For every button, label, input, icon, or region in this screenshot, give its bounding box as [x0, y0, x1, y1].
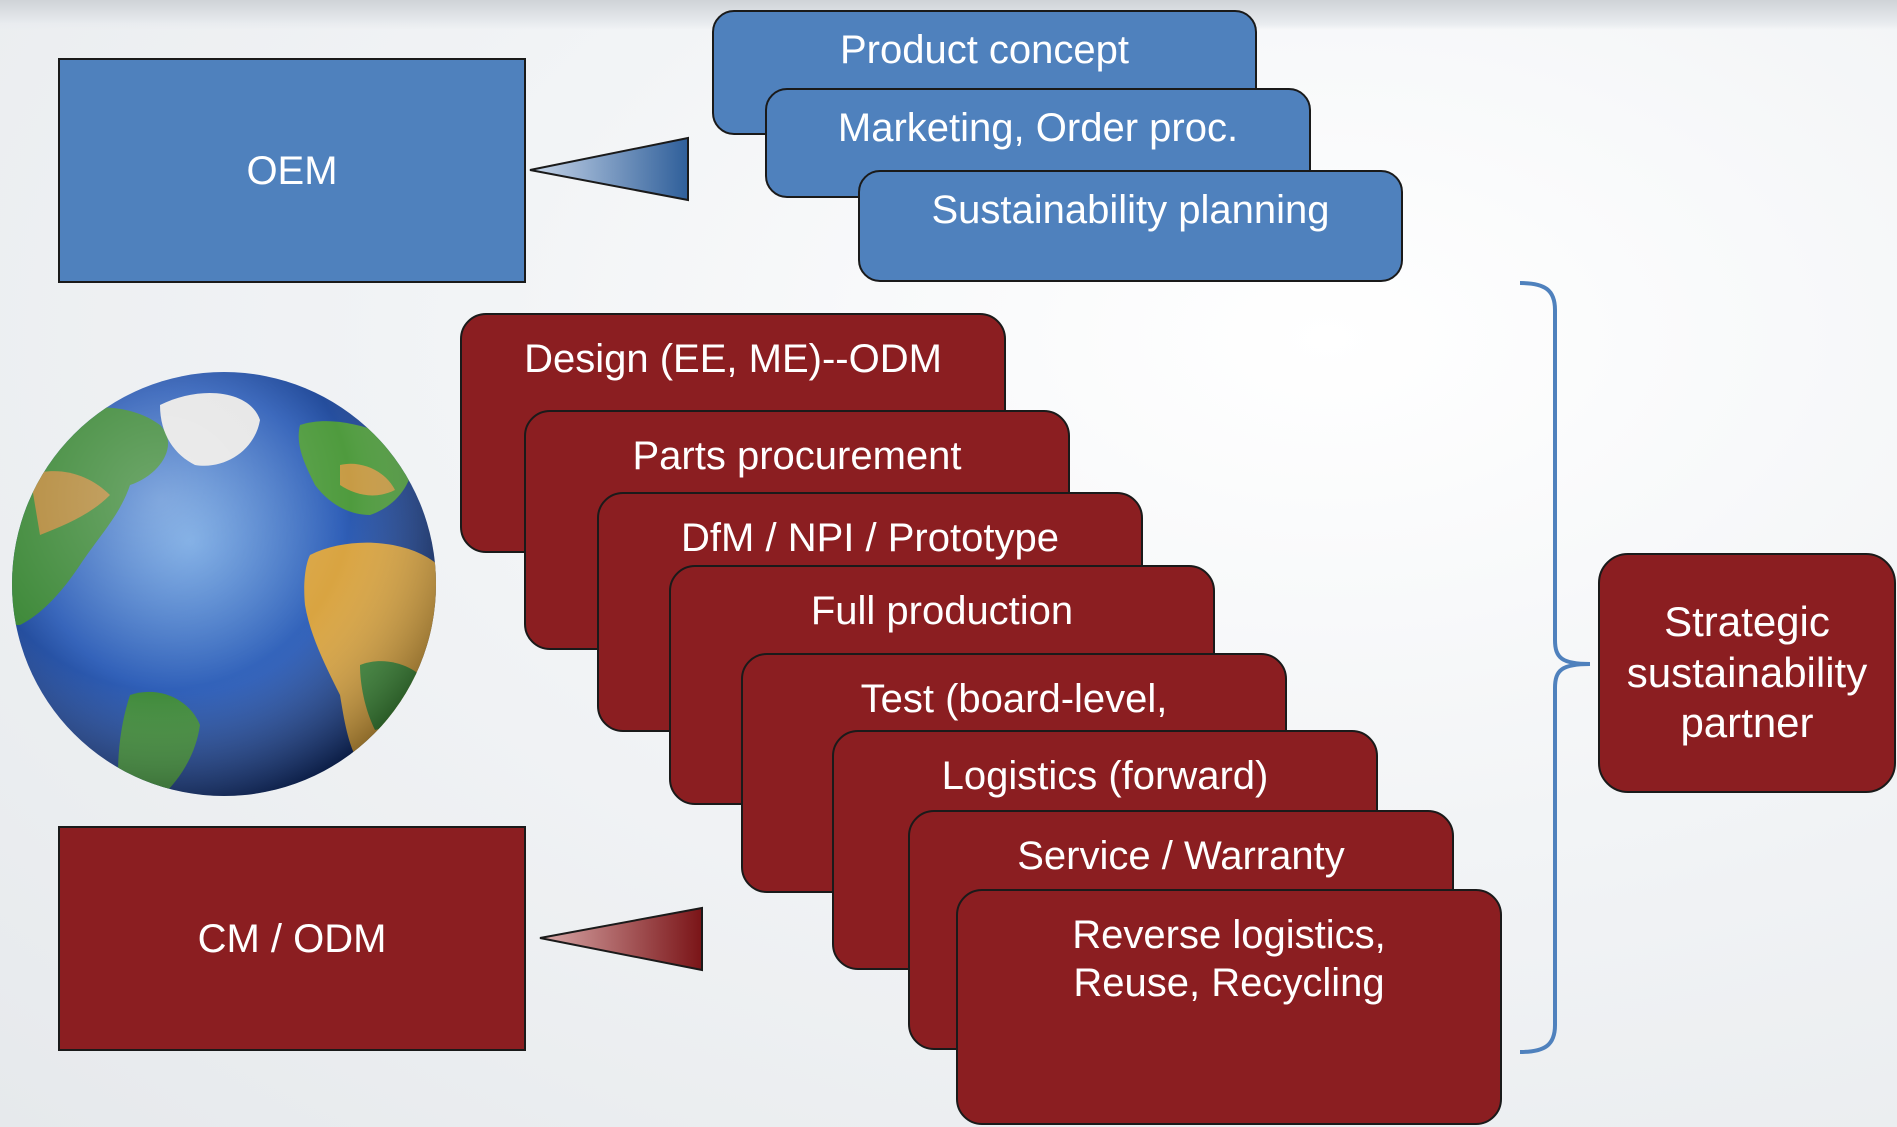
cm-function-label: Parts procurement	[632, 434, 962, 478]
cm-function-label: Design (EE, ME)--ODM	[524, 337, 942, 381]
cm-odm-label: CM / ODM	[197, 916, 387, 961]
cm-function-label: DfM / NPI / Prototype	[681, 516, 1059, 560]
cm-odm-box: CM / ODM	[58, 826, 526, 1051]
cm-function-reverse-logistics: Reverse logistics, Reuse, Recycling	[956, 889, 1502, 1125]
strategic-partner-label: Strategic sustainability partner	[1626, 598, 1868, 747]
earth-globe-image	[10, 365, 438, 803]
oem-function-label: Product concept	[839, 28, 1130, 72]
oem-label: OEM	[246, 148, 338, 193]
strategic-partner-box: Strategic sustainability partner	[1598, 553, 1896, 793]
cm-function-label: Full production	[810, 589, 1074, 633]
oem-function-label: Sustainability planning	[931, 188, 1330, 232]
oem-function-sustainability-planning: Sustainability planning	[858, 170, 1403, 282]
cm-function-label: Logistics (forward)	[941, 754, 1269, 798]
oem-function-label: Marketing, Order proc.	[837, 106, 1239, 150]
cm-function-label: Test (board-level,	[860, 677, 1168, 721]
oem-box: OEM	[58, 58, 526, 283]
cm-function-label: Reverse logistics, Reuse, Recycling	[1072, 913, 1386, 1005]
cm-function-label: Service / Warranty	[1017, 834, 1345, 878]
